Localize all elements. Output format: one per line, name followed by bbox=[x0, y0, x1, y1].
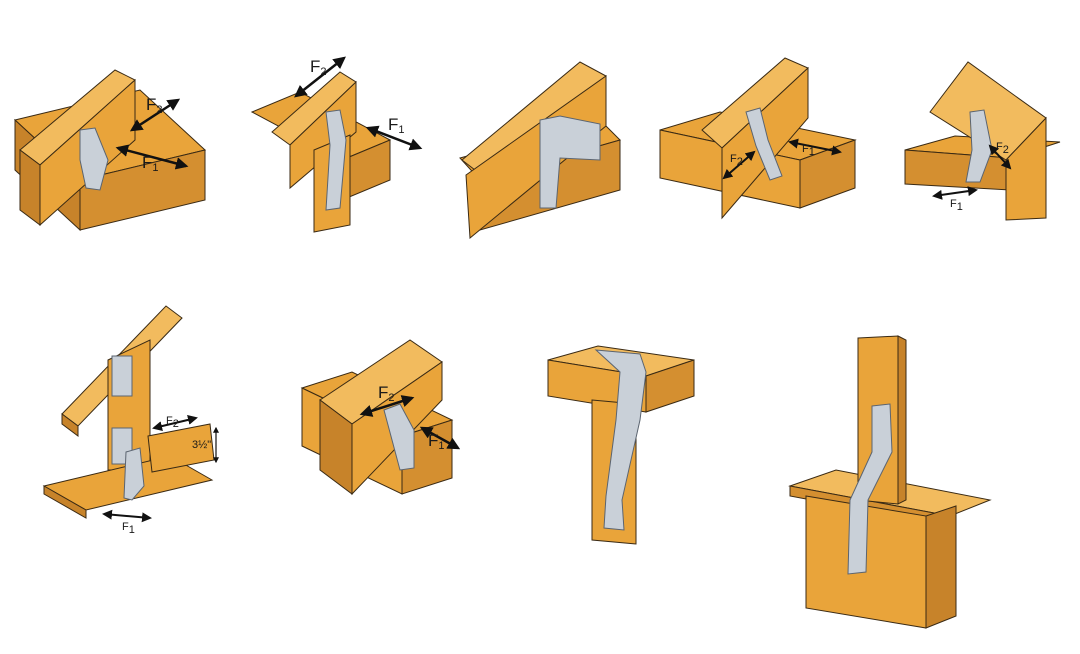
hurricane-tie-icon bbox=[123, 447, 145, 501]
arrow-f2 bbox=[294, 56, 346, 98]
arrow-f1 bbox=[932, 186, 978, 200]
header-side bbox=[925, 505, 957, 629]
svg-text:F1: F1 bbox=[802, 143, 815, 158]
hurricane-tie-icon bbox=[539, 115, 601, 209]
arrow-f2 bbox=[722, 150, 756, 180]
arrow-f2 bbox=[359, 395, 415, 417]
detail-8 bbox=[547, 345, 695, 545]
rafter-face bbox=[61, 413, 79, 437]
strap-tie-icon bbox=[325, 109, 347, 211]
label-f1: F bbox=[142, 153, 152, 172]
detail-2: F2 F1 bbox=[250, 56, 423, 233]
detail-7: F2 F1 bbox=[300, 339, 461, 496]
svg-text:F1: F1 bbox=[122, 521, 135, 536]
detail-6: F2 F1 3½" bbox=[42, 305, 219, 536]
truss-connector-icon bbox=[745, 107, 783, 181]
arrow-f1 bbox=[419, 426, 461, 450]
rafter-face bbox=[289, 80, 357, 190]
truss-plate-upper bbox=[111, 355, 133, 397]
detail-9 bbox=[788, 335, 992, 629]
svg-text:F1: F1 bbox=[428, 431, 445, 452]
arrow-f2 bbox=[988, 144, 1012, 170]
svg-text:F1: F1 bbox=[142, 153, 159, 174]
arrow-f1 bbox=[115, 144, 189, 170]
detail-5: F2 F1 bbox=[904, 61, 1061, 221]
bottom-chord-side bbox=[43, 485, 87, 519]
strap-tie-icon bbox=[594, 349, 647, 531]
svg-text:F2: F2 bbox=[146, 95, 163, 116]
detail-1: F2 F1 bbox=[13, 69, 207, 232]
detail-3 bbox=[459, 61, 621, 240]
arrow-f1 bbox=[788, 138, 842, 156]
arrow-f1 bbox=[102, 509, 152, 523]
dimension-label: 3½" bbox=[192, 439, 211, 451]
svg-text:F2: F2 bbox=[166, 415, 179, 430]
post-side bbox=[897, 335, 907, 505]
svg-text:F2: F2 bbox=[310, 57, 327, 78]
arrow-f1 bbox=[365, 125, 423, 151]
beam-side bbox=[645, 359, 695, 413]
svg-text:F2: F2 bbox=[730, 153, 743, 168]
rafter-face bbox=[1005, 116, 1047, 221]
svg-text:F2: F2 bbox=[378, 383, 395, 404]
truss-connector-icon bbox=[79, 127, 109, 191]
svg-text:F1: F1 bbox=[388, 115, 405, 136]
svg-text:F1: F1 bbox=[950, 198, 963, 213]
strap-tie-icon bbox=[847, 403, 893, 575]
arrow-f2 bbox=[152, 414, 198, 432]
rafter-face bbox=[465, 75, 607, 240]
truss-connector-icon bbox=[965, 109, 993, 183]
arrow-f2 bbox=[129, 98, 181, 132]
detail-4: F2 F1 bbox=[659, 57, 857, 220]
label-f2: F bbox=[146, 95, 156, 114]
svg-text:F2: F2 bbox=[996, 141, 1009, 156]
